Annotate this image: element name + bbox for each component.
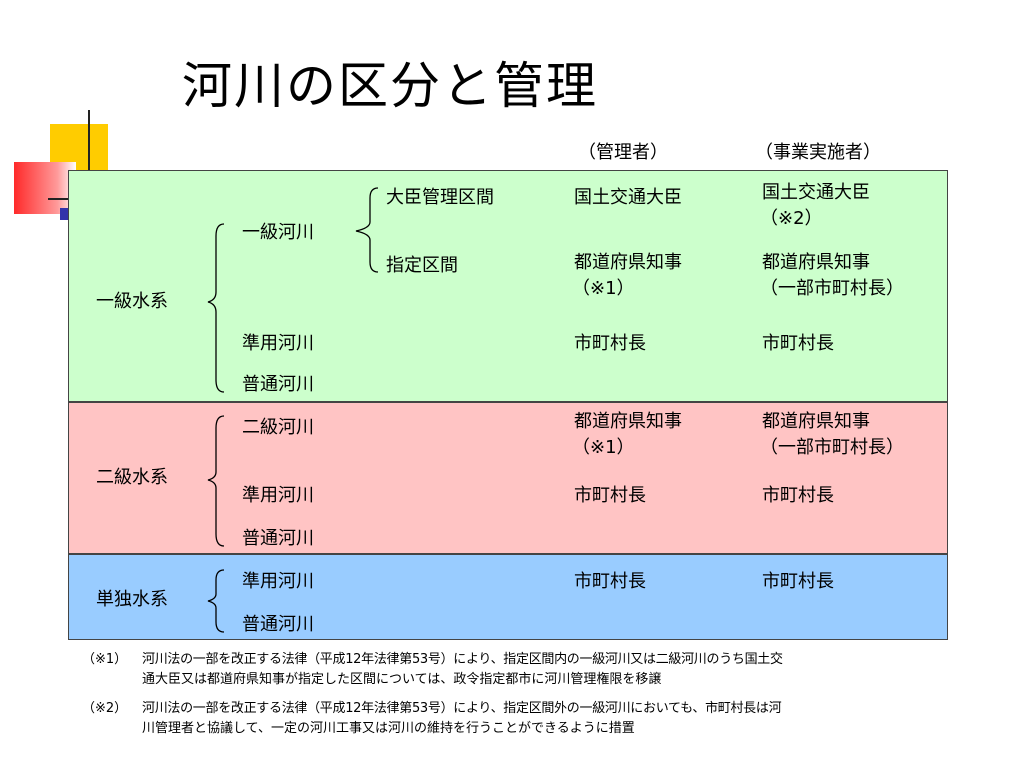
header-implementer: （事業実施者） (755, 142, 881, 163)
manager-designated-line2: （※1） (572, 278, 635, 299)
implementer-designated-line1: 都道府県知事 (762, 252, 870, 273)
implementer-class1-quasi: 市町村長 (762, 333, 834, 354)
river-independent-quasi: 準用河川 (242, 571, 314, 592)
manager-class2-quasi: 市町村長 (574, 485, 646, 506)
implementer-designated-line2: （一部市町村長） (760, 278, 904, 299)
decor-horizontal-line (48, 198, 70, 200)
river-class2: 二級河川 (242, 417, 314, 438)
implementer-class2-quasi: 市町村長 (762, 485, 834, 506)
implementer-independent-quasi: 市町村長 (762, 571, 834, 592)
brace-system-class2 (207, 415, 225, 547)
river-class1-quasi: 準用河川 (242, 333, 314, 354)
note-2-mark: （※2） (82, 701, 128, 716)
note-2-line1: 河川法の一部を改正する法律（平成12年法律第53号）により、指定区間外の一級河川… (142, 701, 782, 716)
brace-system-class1 (207, 223, 225, 393)
page-title: 河川の区分と管理 (182, 57, 598, 115)
band-class2-system (68, 402, 948, 554)
band-class1-system (68, 170, 948, 402)
note-1-line1: 河川法の一部を改正する法律（平成12年法律第53号）により、指定区間内の一級河川… (142, 652, 783, 667)
note-1-line2: 通大臣又は都道府県知事が指定した区間については、政令指定都市に河川管理権限を移譲 (142, 672, 662, 687)
system-class2: 二級水系 (96, 467, 168, 488)
implementer-minister-line1: 国土交通大臣 (762, 182, 870, 203)
manager-class2-line2: （※1） (572, 437, 635, 458)
manager-designated-line1: 都道府県知事 (574, 252, 682, 273)
decor-vertical-line (88, 110, 90, 180)
implementer-minister-line2: （※2） (760, 208, 823, 229)
river-class2-quasi: 準用河川 (242, 485, 314, 506)
header-manager: （管理者） (578, 142, 668, 163)
manager-class1-quasi: 市町村長 (574, 333, 646, 354)
river-independent-ordinary: 普通河川 (242, 614, 314, 635)
implementer-class2-line1: 都道府県知事 (762, 411, 870, 432)
river-class2-ordinary: 普通河川 (242, 528, 314, 549)
system-independent: 単独水系 (96, 589, 168, 610)
note-2-line2: 川管理者と協議して、一定の河川工事又は河川の維持を行うことができるように措置 (142, 721, 635, 736)
manager-minister: 国土交通大臣 (574, 187, 682, 208)
band-independent-system (68, 554, 948, 640)
brace-class1-sections (355, 187, 379, 273)
implementer-class2-line2: （一部市町村長） (760, 437, 904, 458)
manager-independent-quasi: 市町村長 (574, 571, 646, 592)
section-minister: 大臣管理区間 (386, 187, 494, 208)
section-designated: 指定区間 (386, 255, 458, 276)
note-1-mark: （※1） (82, 652, 128, 667)
brace-system-independent (207, 569, 225, 633)
system-class1: 一級水系 (96, 291, 168, 312)
manager-class2-line1: 都道府県知事 (574, 411, 682, 432)
decor-blue-square (60, 208, 70, 220)
decor-red-square (14, 162, 76, 214)
river-class1: 一級河川 (242, 222, 314, 243)
river-class1-ordinary: 普通河川 (242, 374, 314, 395)
